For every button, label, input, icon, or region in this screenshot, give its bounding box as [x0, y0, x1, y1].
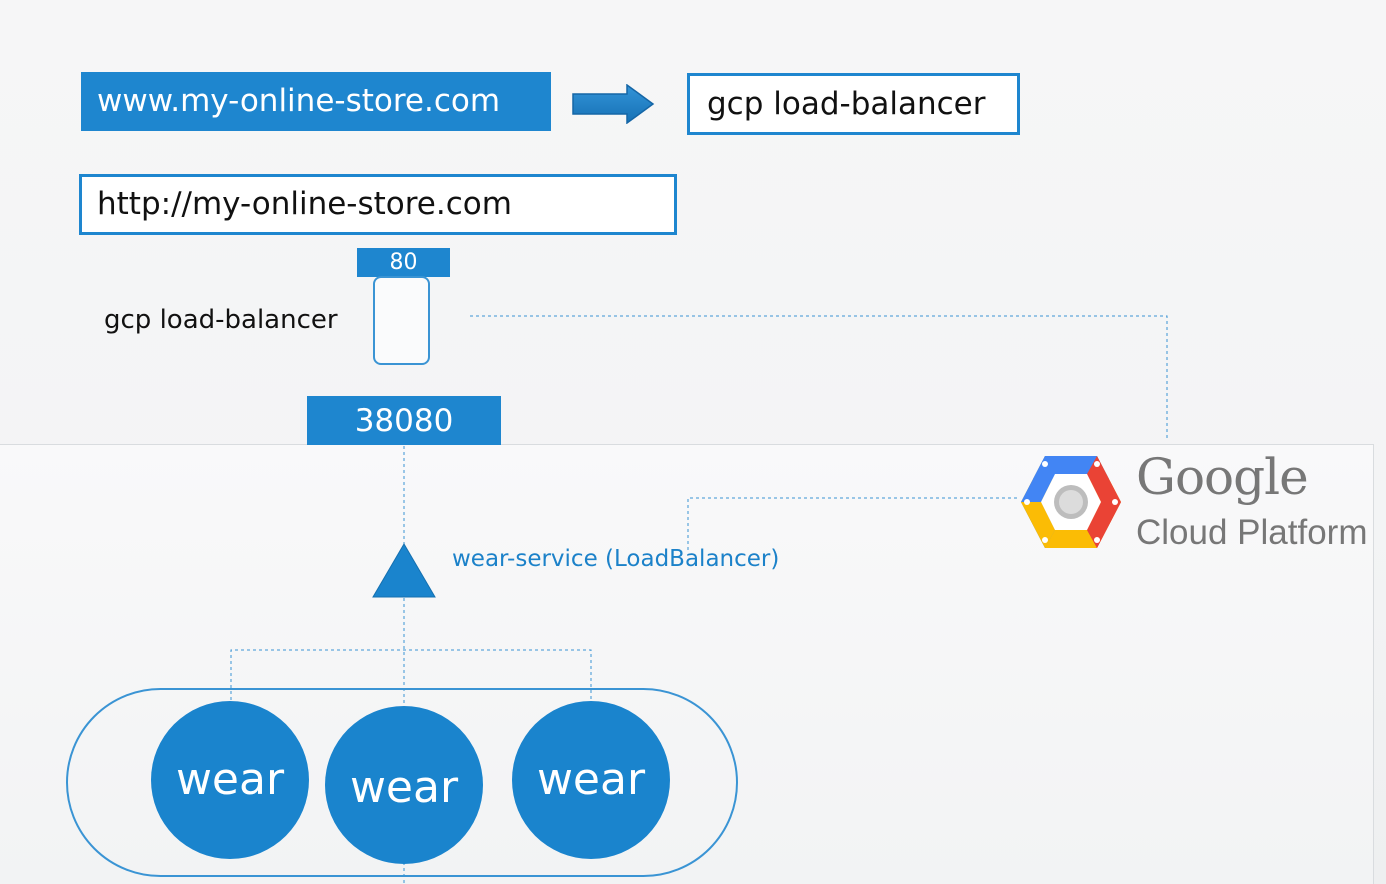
gcp-hexagon-icon	[1021, 456, 1121, 548]
gcp-product-text: Cloud Platform	[1136, 513, 1368, 552]
gcp-brand-text: Google	[1136, 448, 1309, 506]
service-label: wear-service (LoadBalancer)	[452, 546, 780, 572]
gcp-load-balancer-box: gcp load-balancer	[687, 73, 1020, 135]
lb-to-gcp-connector	[470, 315, 1168, 440]
right-arrow-icon	[572, 84, 655, 124]
pod-wear-3: wear	[512, 701, 670, 859]
pod-wear-1: wear	[151, 701, 309, 859]
http-url-box: http://my-online-store.com	[79, 174, 677, 235]
pod-wear-2: wear	[325, 706, 483, 864]
load-balancer-node	[373, 276, 430, 365]
node-port-badge: 38080	[307, 396, 501, 445]
service-triangle-icon	[372, 543, 436, 598]
load-balancer-label: gcp load-balancer	[104, 305, 338, 335]
lb-port-badge: 80	[357, 248, 450, 277]
pod-group	[66, 688, 738, 877]
dns-name-banner: www.my-online-store.com	[81, 72, 551, 131]
